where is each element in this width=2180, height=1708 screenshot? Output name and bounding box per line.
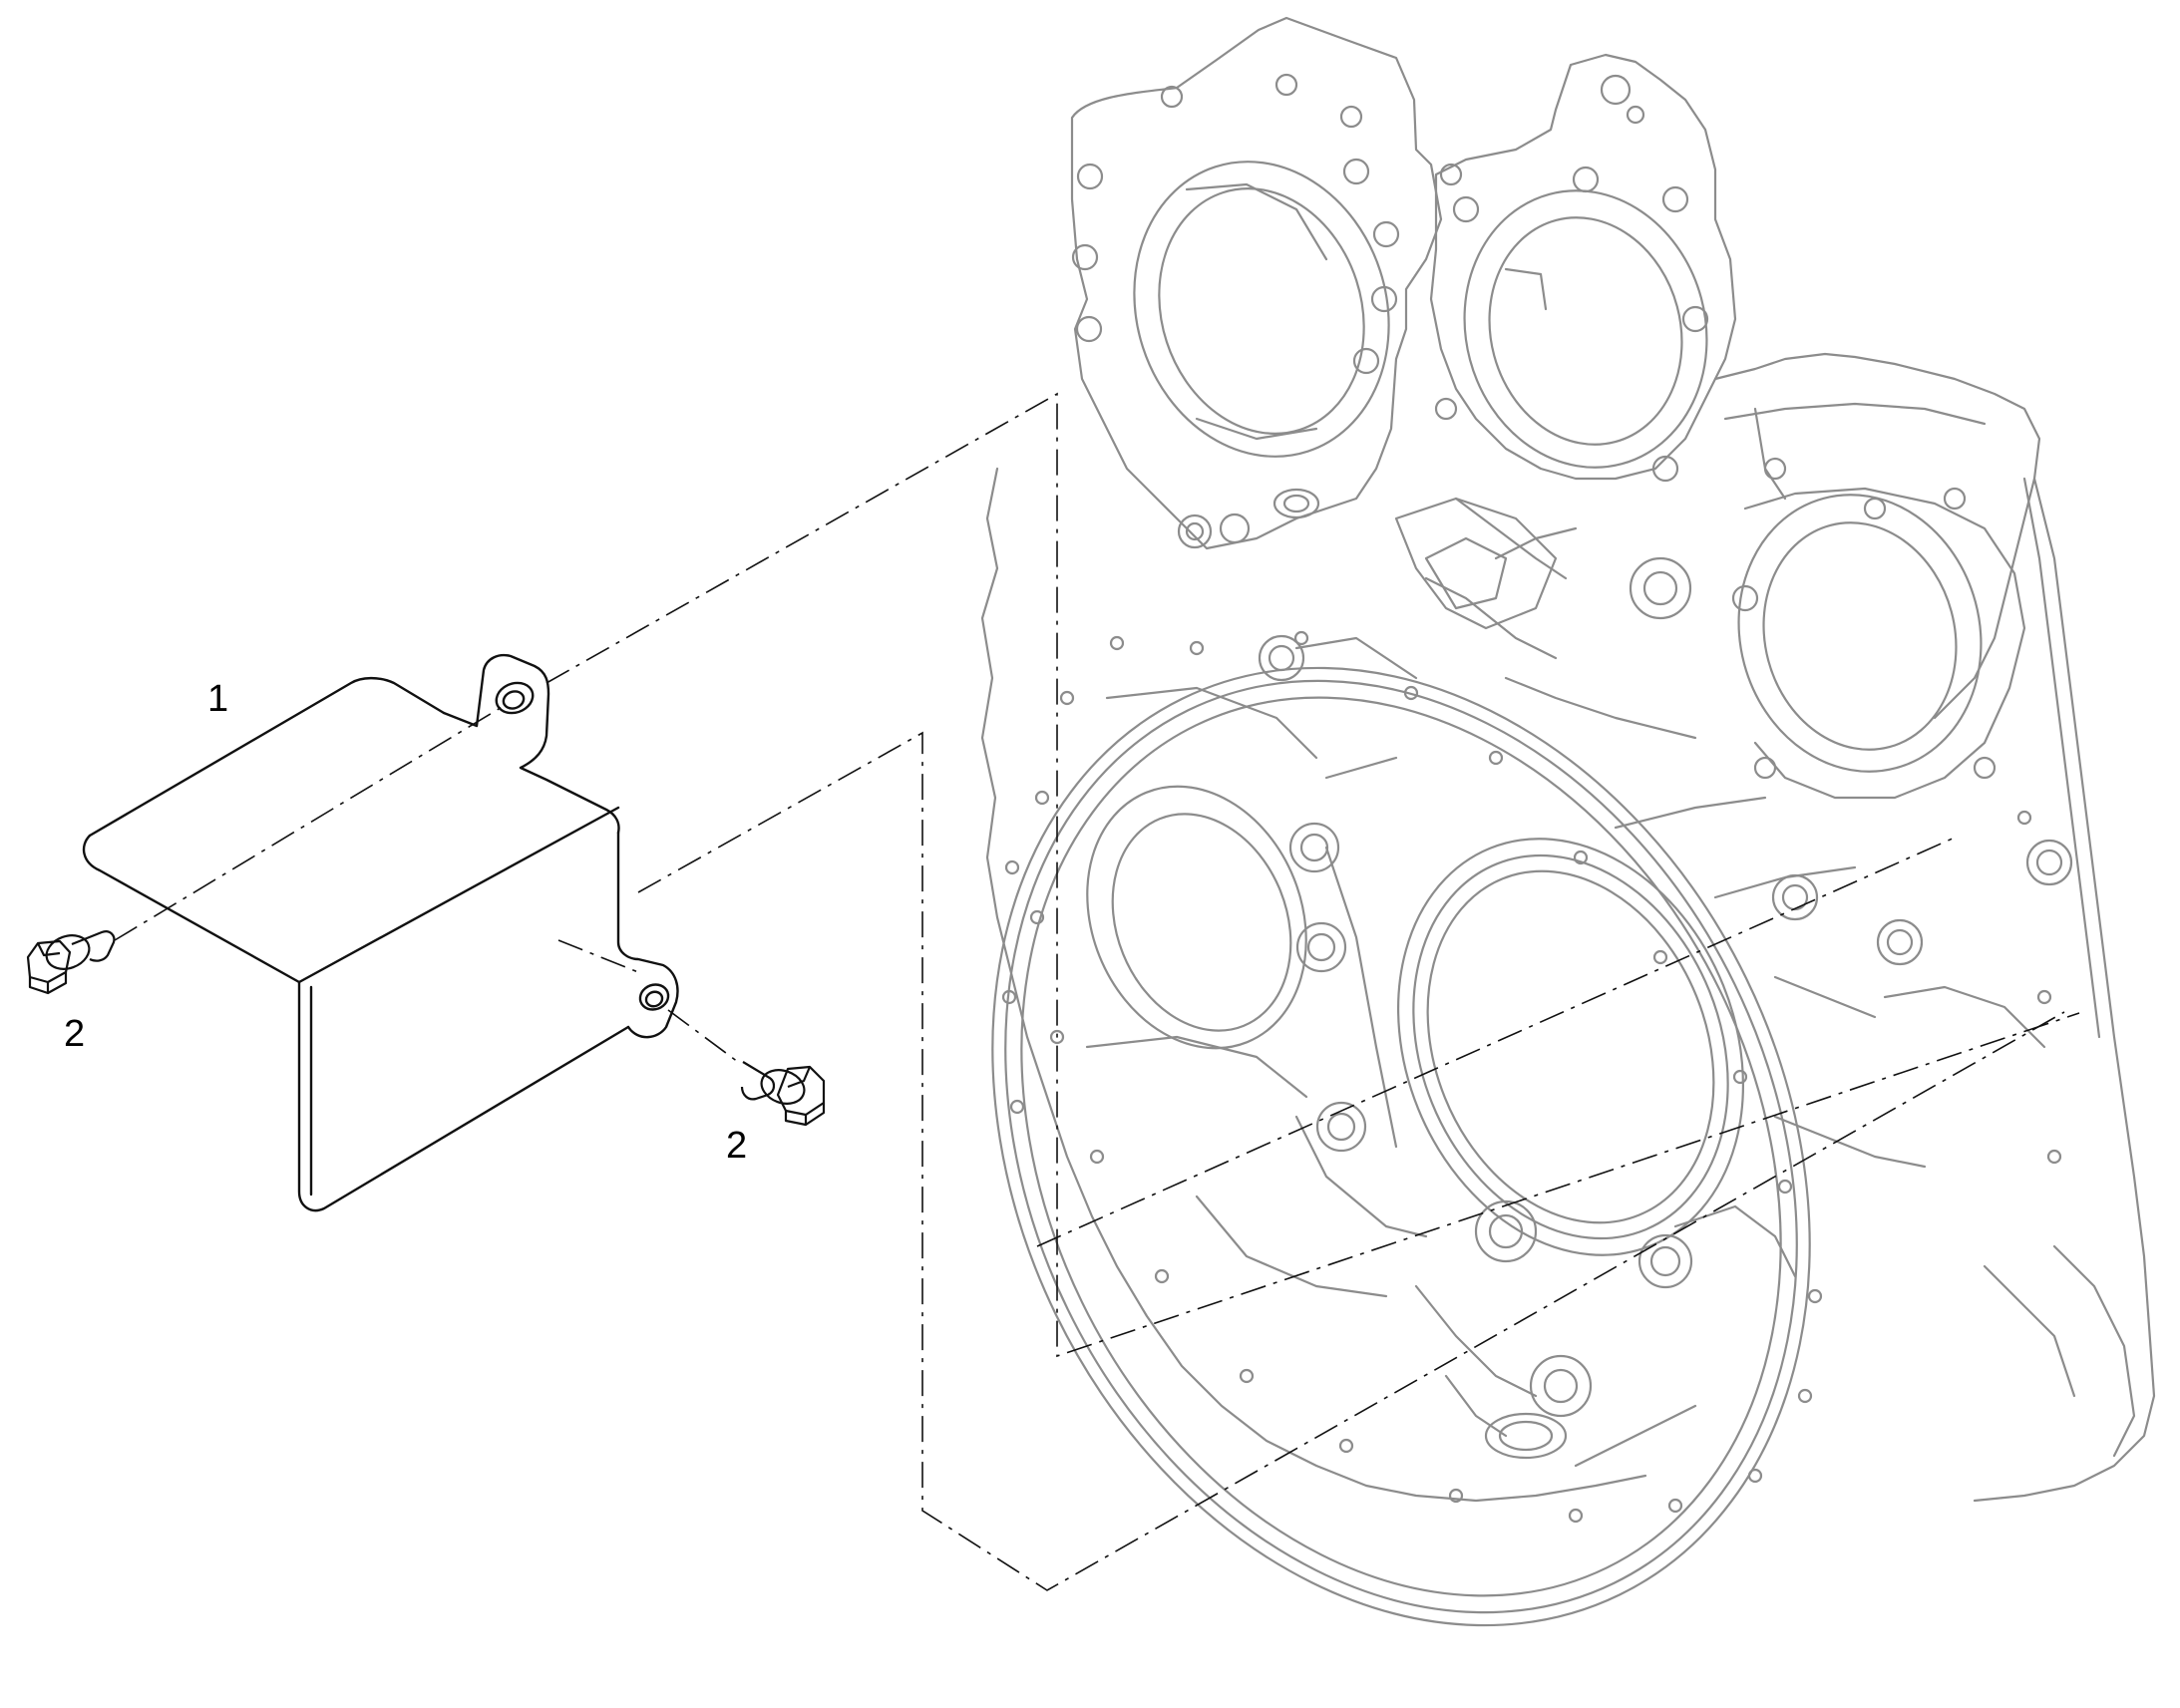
bolt-right (740, 1061, 826, 1127)
flange-bolt-holes (1001, 630, 2062, 1524)
callout-item-2-right: 2 (726, 1125, 748, 1167)
cover-plate (82, 654, 679, 1212)
callout-item-1: 1 (207, 678, 229, 720)
bolt-left (26, 930, 116, 995)
assembly-lines (114, 392, 2080, 1591)
flywheel-housing (980, 16, 2156, 1627)
callout-item-2-left: 2 (64, 1013, 86, 1055)
